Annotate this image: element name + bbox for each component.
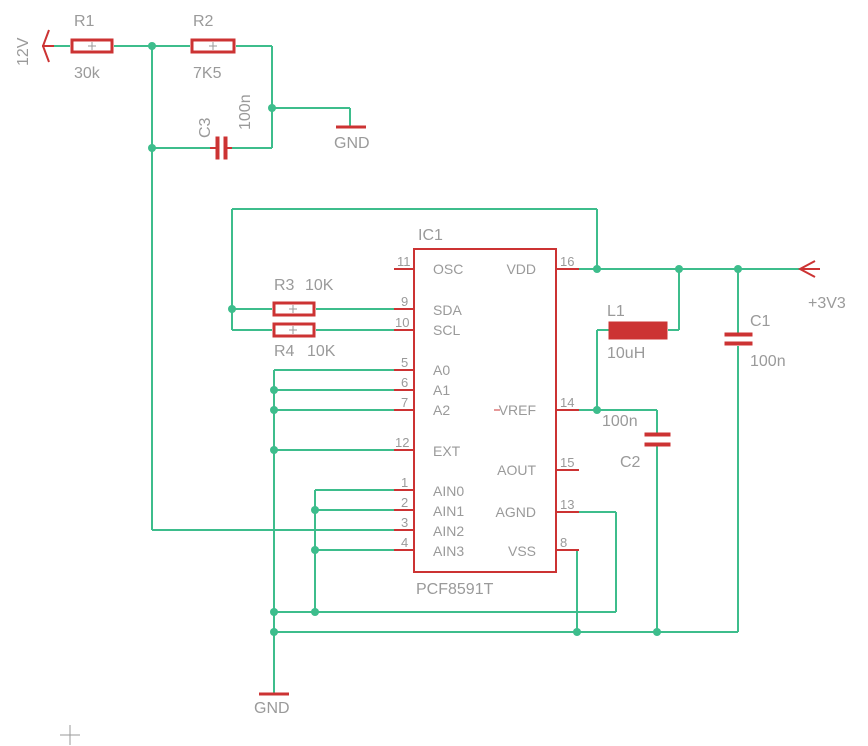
junction-dot (148, 144, 156, 152)
ic-left-pins: 11 9 10 5 6 7 12 1 2 3 4 OSC SDA SCL A0 … (394, 254, 464, 559)
r2-name: R2 (193, 13, 214, 30)
ground-bottom: GND (254, 692, 290, 717)
pin-num: 11 (397, 254, 411, 269)
supply-3v3: +3V3 (797, 260, 846, 312)
junction-dot (593, 265, 601, 273)
pin-name: SDA (433, 302, 462, 318)
supply-12v: 12V (15, 29, 54, 66)
l1-value: 10uH (607, 345, 645, 362)
resistor-r1[interactable]: R1 30k (70, 13, 114, 82)
r1-name: R1 (74, 13, 95, 30)
pin-name: AIN0 (433, 483, 464, 499)
ic1-value: PCF8591T (416, 581, 494, 598)
junction-dot (148, 42, 156, 50)
c1-name: C1 (750, 313, 771, 330)
wires (52, 45, 814, 694)
capacitor-c2[interactable]: 100n C2 (602, 413, 671, 471)
supply-3v3-label: +3V3 (808, 295, 846, 312)
c3-name: C3 (197, 117, 214, 138)
pin-num: 13 (560, 497, 574, 512)
gnd-bottom-label: GND (254, 700, 290, 717)
resistor-r4[interactable]: R4 10K (272, 322, 336, 360)
c2-value: 100n (602, 413, 638, 430)
junction-dot (311, 608, 319, 616)
pin-name: VDD (506, 261, 536, 277)
resistor-r3[interactable]: R3 10K (272, 277, 334, 317)
c2-name: C2 (620, 454, 641, 471)
junction-dot (270, 446, 278, 454)
pin-name: VSS (508, 543, 536, 559)
junction-dot (653, 628, 661, 636)
ic-pcf8591t[interactable]: IC1 PCF8591T 11 9 10 5 6 7 12 1 2 3 4 (394, 227, 579, 598)
junctions (148, 42, 742, 636)
pin-name: SCL (433, 322, 460, 338)
pin-num: 12 (395, 435, 409, 450)
pin-num: 3 (401, 515, 408, 530)
capacitor-c3[interactable]: C3 100n (197, 94, 254, 160)
pin-num: 10 (395, 315, 409, 330)
pin-name: AIN1 (433, 503, 464, 519)
pin-name: AOUT (497, 462, 536, 478)
junction-dot (311, 546, 319, 554)
junction-dot (734, 265, 742, 273)
pin-num: 4 (401, 535, 408, 550)
junction-dot (228, 305, 236, 313)
l1-name: L1 (607, 303, 625, 320)
r2-value: 7K5 (193, 65, 222, 82)
pin-num: 8 (560, 535, 567, 550)
r1-value: 30k (74, 65, 101, 82)
ground-top: GND (334, 125, 370, 152)
ic1-name: IC1 (418, 227, 443, 244)
pin-num: 6 (401, 375, 408, 390)
pin-num: 15 (560, 455, 574, 470)
r4-value: 10K (307, 343, 336, 360)
pin-num: 1 (401, 475, 408, 490)
pin-name: AIN3 (433, 543, 464, 559)
gnd-top-label: GND (334, 135, 370, 152)
junction-dot (270, 628, 278, 636)
capacitor-c1[interactable]: C1 100n (724, 313, 786, 370)
pin-name: A2 (433, 402, 450, 418)
ic-right-pins: 16 14 15 13 8 VDD VREF AOUT AGND VSS (494, 254, 579, 559)
junction-dot (573, 628, 581, 636)
origin-marker (60, 725, 80, 745)
junction-dot (270, 386, 278, 394)
pin-name: AGND (496, 504, 536, 520)
pin-num: 16 (560, 254, 574, 269)
resistor-r2[interactable]: R2 7K5 (190, 13, 236, 82)
r3-name: R3 (274, 277, 295, 294)
pin-num: 14 (560, 395, 574, 410)
junction-dot (270, 406, 278, 414)
pin-num: 7 (401, 395, 408, 410)
pin-num: 9 (401, 294, 408, 309)
r4-name: R4 (274, 343, 295, 360)
pin-num: 2 (401, 495, 408, 510)
pin-name: A0 (433, 362, 450, 378)
junction-dot (675, 265, 683, 273)
pin-name: EXT (433, 443, 461, 459)
junction-dot (268, 104, 276, 112)
junction-dot (311, 506, 319, 514)
c1-value: 100n (750, 353, 786, 370)
pin-name: OSC (433, 261, 463, 277)
pin-name: AIN2 (433, 523, 464, 539)
supply-12v-label: 12V (15, 37, 32, 66)
junction-dot (270, 608, 278, 616)
r3-value: 10K (305, 277, 334, 294)
pin-name: VREF (499, 402, 536, 418)
inductor-l1[interactable]: L1 10uH (607, 303, 668, 362)
pin-num: 5 (401, 355, 408, 370)
junction-dot (593, 406, 601, 414)
c3-value: 100n (237, 94, 254, 130)
pin-name: A1 (433, 382, 450, 398)
